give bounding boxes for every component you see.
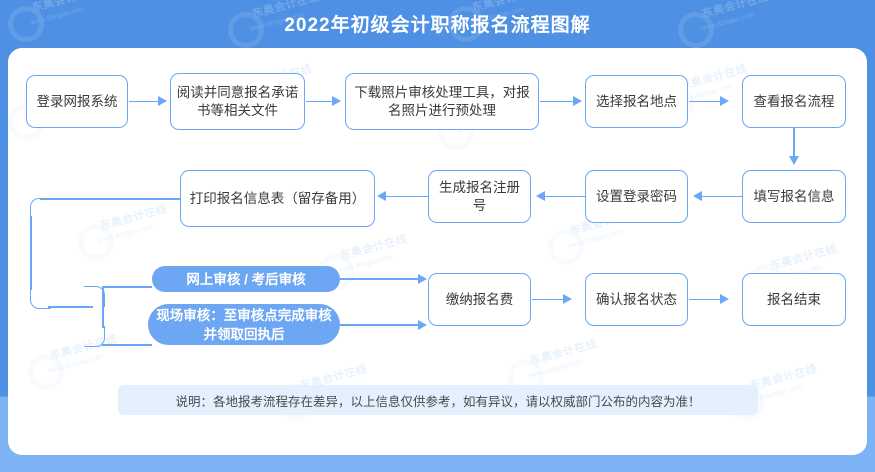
connector-agree-to-photo (306, 100, 333, 103)
flow-branch-label: 网上审核 / 考后审核 (186, 271, 306, 287)
arrow-right-icon (563, 294, 572, 304)
flow-node-regno[interactable]: 生成报名注册号 (428, 170, 531, 223)
connector-left-vertical (30, 216, 32, 290)
arrow-right-icon (720, 96, 729, 106)
arrow-right-icon (418, 319, 427, 330)
flow-node-label: 选择报名地点 (596, 93, 677, 109)
flow-node-confirm[interactable]: 确认报名状态 (585, 273, 688, 326)
arrow-left-icon (536, 191, 545, 201)
disclaimer-note: 说明：各地报考流程存在差异，以上信息仅供参考，如有异议，请以权威部门公布的内容为… (118, 385, 758, 415)
watermark-site: www.dongao.com (48, 353, 104, 375)
connector-splitter-top (84, 286, 105, 307)
connector-login-to-agree (129, 100, 159, 103)
flow-branch-onsite-audit[interactable]: 现场审核：至审核点完成审核并领取回执后 (148, 304, 340, 345)
watermark-brand: 东奥会计在线 (338, 233, 409, 263)
connector-to-branch-online (102, 286, 152, 288)
flow-node-label: 报名结束 (767, 291, 821, 307)
flow-branch-label: 现场审核：至审核点完成审核并领取回执后 (156, 307, 332, 342)
flow-node-password[interactable]: 设置登录密码 (585, 170, 688, 223)
watermark-site: www.dongao.com (568, 228, 624, 250)
connector-elbow-bottomleft (30, 288, 51, 309)
watermark-brand: 东奥会计在线 (98, 203, 169, 233)
watermark-site: www.dongao.com (98, 223, 154, 245)
flow-node-agree[interactable]: 阅读并同意报名承诺书等相关文件 (170, 73, 305, 130)
flow-node-label: 打印报名信息表（留存备用） (189, 190, 366, 206)
connector-password-to-regno (545, 195, 586, 198)
connector-left-bottom (48, 306, 93, 308)
watermark-brand: 东奥会计在线 (678, 63, 749, 93)
arrow-right-icon (573, 96, 582, 106)
flow-branch-online-audit[interactable]: 网上审核 / 考后审核 (152, 266, 340, 292)
watermark-brand: 东奥会计在线 (748, 363, 819, 393)
connector-photo-to-location (540, 100, 574, 103)
watermark-brand: 东奥会计在线 (528, 338, 599, 368)
connector-regno-to-print (386, 195, 429, 198)
connector-print-left (40, 198, 181, 200)
arrow-right-icon (720, 294, 729, 304)
connector-viewflow-to-fillinfo (793, 128, 795, 157)
watermark-site: www.dongao.com (748, 383, 804, 405)
flow-node-label: 查看报名流程 (753, 93, 835, 109)
flow-node-label: 下载照片审核处理工具，对报名照片进行预处理 (354, 84, 530, 118)
connector-pay-to-confirm (532, 298, 564, 301)
connector-fillinfo-to-password (702, 195, 743, 198)
connector-splitter-bottom (84, 326, 105, 347)
page-title: 2022年初级会计职称报名流程图解 (284, 15, 591, 36)
flow-node-label: 阅读并同意报名承诺书等相关文件 (176, 84, 299, 118)
arrow-left-icon (693, 191, 702, 201)
watermark-site: www.dongao.com (338, 253, 394, 275)
watermark-site: www.dongao.com (528, 358, 584, 380)
flow-node-label: 登录网报系统 (36, 93, 118, 109)
connector-to-branch-onsite (102, 344, 152, 346)
connector-online-to-pay (340, 278, 420, 280)
flow-node-label: 填写报名信息 (753, 188, 835, 204)
arrow-right-icon (158, 96, 167, 106)
connector-splitter-vertical (102, 288, 104, 328)
arrow-down-icon (788, 156, 799, 165)
arrow-right-icon (418, 273, 427, 284)
flow-node-pay[interactable]: 缴纳报名费 (428, 273, 531, 326)
flow-node-viewflow[interactable]: 查看报名流程 (742, 75, 846, 128)
flow-node-label: 设置登录密码 (596, 188, 677, 204)
arrow-left-icon (377, 191, 386, 201)
flow-node-fillinfo[interactable]: 填写报名信息 (742, 170, 846, 223)
connector-onsite-to-pay (340, 324, 420, 326)
disclaimer-text: 说明：各地报考流程存在差异，以上信息仅供参考，如有异议，请以权威部门公布的内容为… (175, 394, 701, 409)
connector-location-to-viewflow (689, 100, 721, 103)
watermark-brand: 东奥会计在线 (768, 243, 839, 273)
connector-confirm-to-end (689, 298, 721, 301)
flow-node-location[interactable]: 选择报名地点 (585, 75, 688, 128)
flow-node-label: 生成报名注册号 (439, 179, 520, 213)
arrow-right-icon (332, 96, 341, 106)
flow-node-label: 确认报名状态 (596, 291, 677, 307)
flow-node-login[interactable]: 登录网报系统 (26, 75, 128, 128)
flow-node-label: 缴纳报名费 (445, 291, 514, 307)
flow-node-end[interactable]: 报名结束 (742, 273, 846, 326)
flow-node-photo[interactable]: 下载照片审核处理工具，对报名照片进行预处理 (345, 73, 539, 130)
connector-elbow-topleft (30, 198, 51, 219)
flow-node-print[interactable]: 打印报名信息表（留存备用） (180, 170, 375, 227)
